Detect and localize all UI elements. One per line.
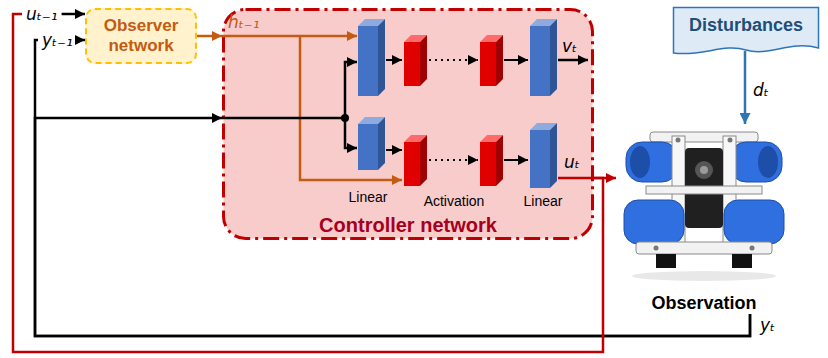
connector [35, 118, 750, 336]
output-arrow [558, 59, 588, 62]
controller-internals [222, 8, 594, 240]
linear-layer [530, 123, 557, 188]
activation-layer [404, 135, 427, 186]
connector [745, 51, 746, 124]
activation-layer [480, 35, 503, 86]
wave-shape [674, 8, 819, 54]
control-output-line [558, 177, 594, 180]
junction-dot [341, 114, 349, 122]
connector-line [77, 39, 85, 42]
hidden-input-line [300, 36, 402, 180]
controller-box: Controller network [222, 8, 594, 240]
node-label: Observer network [87, 16, 195, 55]
linear-layer [358, 19, 385, 96]
linear-layer [530, 19, 557, 96]
signal-name: yₜ [760, 315, 775, 335]
signal-name: yₜ₋₁ [40, 30, 75, 50]
connector-line [197, 35, 222, 38]
label-holder: dₜ [753, 80, 769, 100]
connector-line [62, 13, 85, 16]
activation-layer [404, 35, 427, 86]
observation-line [345, 62, 357, 118]
layer-arrow [386, 149, 402, 151]
activation-layer [480, 135, 503, 186]
signal-name: uₜ₋₁ [24, 4, 60, 24]
signal-name: dₜ [753, 80, 769, 100]
layer-arrow [504, 59, 528, 61]
vehicle-node: Observation [616, 124, 792, 314]
linear-layer [358, 117, 385, 170]
observation-line [345, 118, 357, 148]
layer-arrow [429, 59, 478, 61]
connector-line [35, 118, 750, 336]
hidden-input-line [222, 35, 357, 38]
label-holder: uₜ₋₁ [24, 4, 60, 24]
layer-arrow [429, 159, 478, 161]
layer-arrow [386, 59, 402, 61]
node-label: Controller network [319, 214, 497, 237]
connector-line [744, 51, 747, 124]
layer-arrow [504, 159, 528, 161]
rov-illustration [616, 124, 792, 284]
controller-frame [224, 10, 593, 239]
disturbance-box: Disturbances [672, 6, 820, 58]
node-label: Disturbances [689, 15, 803, 36]
node-label: Observation [651, 293, 756, 314]
label-holder: yₜ₋₁ [40, 30, 75, 50]
observer-box: Observer network [85, 8, 197, 64]
observation-line [222, 117, 345, 120]
connector [197, 36, 222, 37]
layer-stack [222, 19, 594, 188]
label-holder: yₜ [760, 315, 775, 335]
